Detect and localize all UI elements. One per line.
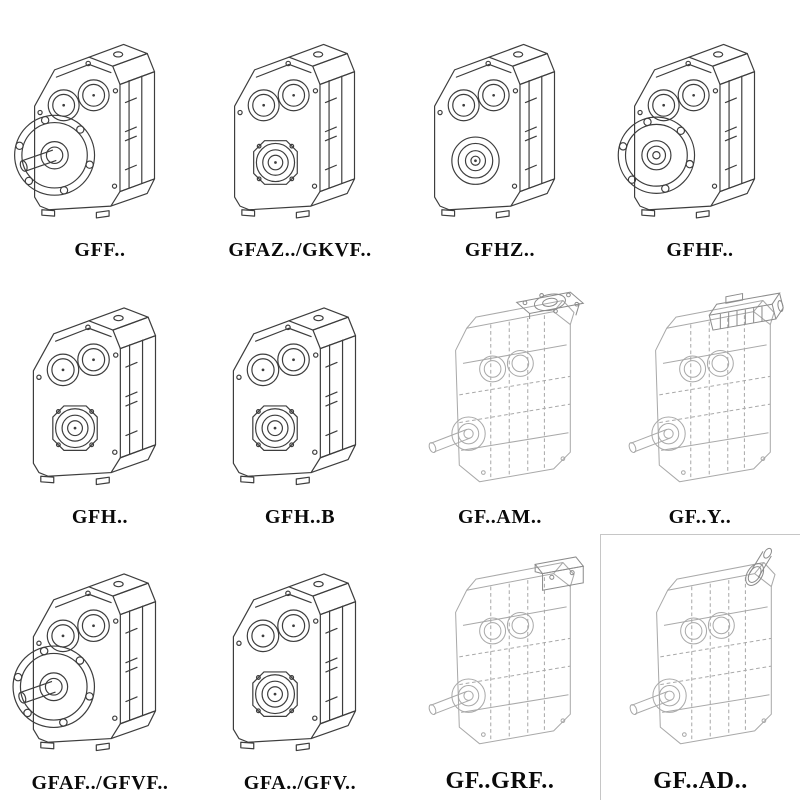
- catalog-cell: GFHF..: [600, 0, 800, 267]
- gearbox-flange-face-drawing: [617, 43, 756, 219]
- catalog-cell: GFH..B: [200, 267, 400, 534]
- model-label: GFA../GFV..: [243, 772, 357, 794]
- model-label: GF..AD..: [653, 767, 748, 794]
- model-label: GF..Y..: [668, 506, 732, 528]
- model-label: GFF..: [74, 239, 126, 261]
- catalog-cell: GFA../GFV..: [200, 534, 400, 800]
- catalog-cell: GFAF../GFVF..: [0, 534, 200, 800]
- model-label: GF..GRF..: [445, 767, 555, 794]
- gearbox-hollow-shaft-drawing: [234, 43, 356, 219]
- model-label: GFHF..: [666, 239, 734, 261]
- gearbox-hollow-bore-drawing: [434, 43, 556, 219]
- gearbox-phantom-input-shaft-drawing: [627, 546, 776, 744]
- catalog-cell: GFAZ../GKVF..: [200, 0, 400, 267]
- gearbox-phantom-flange-plate-drawing: [427, 291, 584, 483]
- gearbox-hollow-shaft-drawing: [32, 307, 157, 486]
- catalog-cell: GF..AD..: [600, 534, 800, 800]
- gearbox-hollow-shaft-drawing: [232, 573, 357, 752]
- model-label: GF..AM..: [457, 506, 543, 528]
- catalog-cell: GF..GRF..: [400, 534, 600, 800]
- catalog-cell: GFH..: [0, 267, 200, 534]
- catalog-cell: GF..AM..: [400, 267, 600, 534]
- model-label: GFAZ../GKVF..: [228, 239, 372, 261]
- model-label: GFH..: [71, 506, 129, 528]
- gearbox-phantom-motor-drawing: [627, 292, 785, 483]
- catalog-cell: GFF..: [0, 0, 200, 267]
- model-label: GFHZ..: [464, 239, 536, 261]
- gearbox-flange-shaft-drawing: [12, 573, 157, 752]
- model-label: GFAF../GFVF..: [31, 772, 169, 794]
- gearbox-phantom-input-adapter-drawing: [427, 556, 584, 744]
- catalog-cell: GFHZ..: [400, 0, 600, 267]
- gearbox-flange-shaft-drawing: [14, 43, 156, 219]
- model-label: GFH..B: [264, 506, 336, 528]
- gearbox-hollow-shaft-drawing: [232, 307, 357, 486]
- catalog-cell: GF..Y..: [600, 267, 800, 534]
